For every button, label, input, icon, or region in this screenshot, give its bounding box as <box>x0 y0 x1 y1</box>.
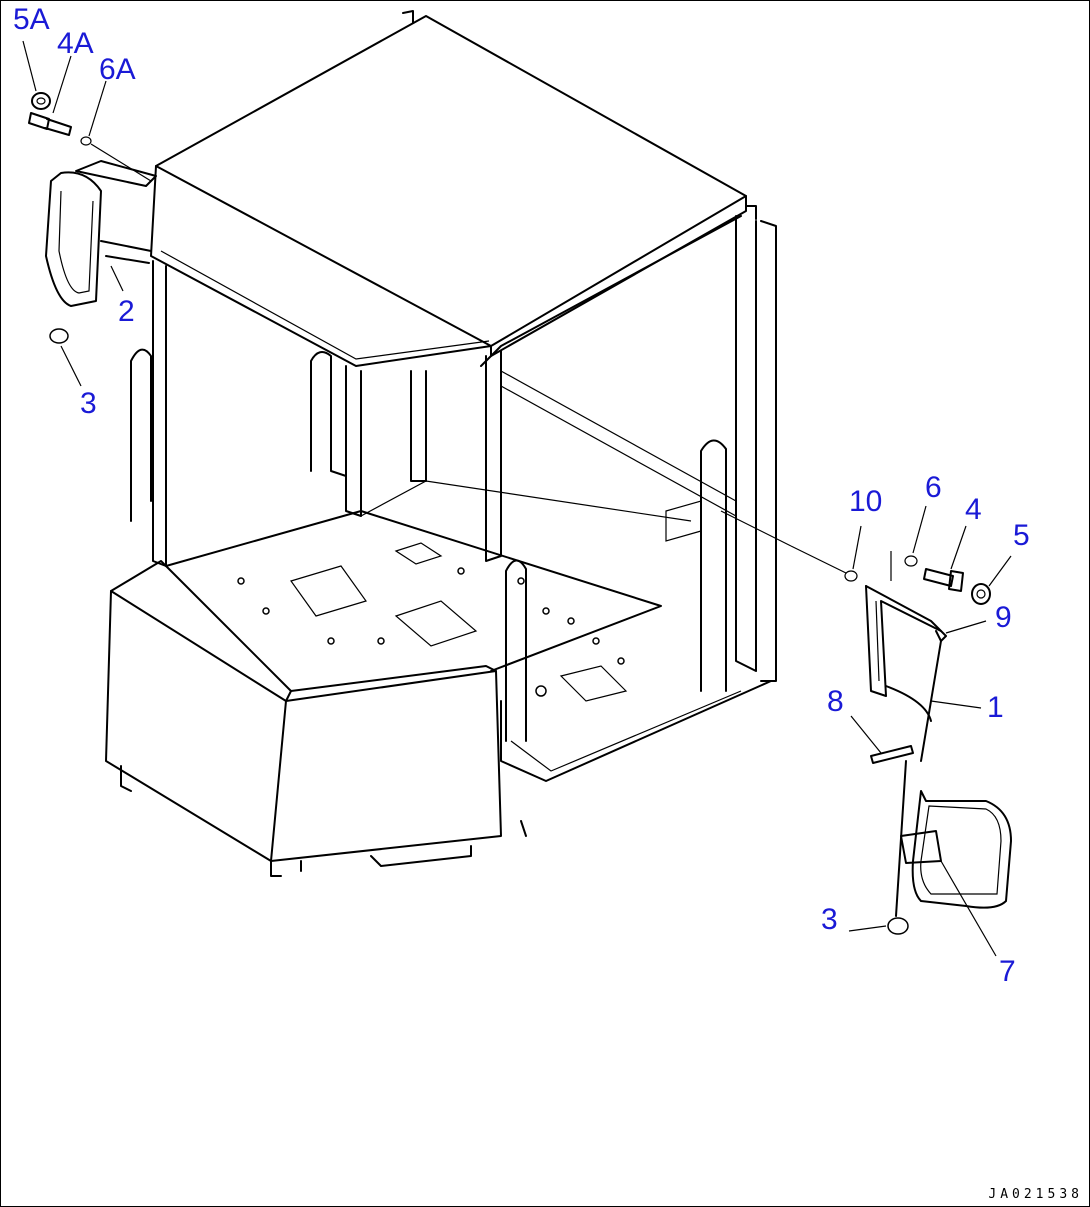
right-mirror-assembly <box>865 585 1012 935</box>
callout-6a: 6A <box>99 53 136 86</box>
left-mirror-assembly <box>45 160 157 344</box>
callout-8: 8 <box>827 685 844 718</box>
callout-1: 1 <box>987 691 1004 724</box>
callout-5: 5 <box>1013 519 1030 552</box>
callout-5a: 5A <box>13 3 50 36</box>
leader-lines <box>22 40 1012 957</box>
cab-roof <box>150 10 757 367</box>
callout-6: 6 <box>925 471 942 504</box>
front-console <box>105 560 527 877</box>
callout-7: 7 <box>999 955 1016 988</box>
drawing-code: JA021538 <box>988 1187 1083 1202</box>
callout-4: 4 <box>965 493 982 526</box>
left-fasteners <box>28 92 152 182</box>
cab-frame <box>152 215 777 782</box>
cab-floor <box>165 480 692 702</box>
callout-3-left: 3 <box>80 387 97 420</box>
callout-9: 9 <box>995 601 1012 634</box>
callout-10: 10 <box>849 485 883 518</box>
handrails <box>130 348 727 742</box>
right-fasteners <box>720 510 991 605</box>
callout-3-right: 3 <box>821 903 838 936</box>
callout-4a: 4A <box>57 27 94 60</box>
callout-2: 2 <box>118 295 135 328</box>
